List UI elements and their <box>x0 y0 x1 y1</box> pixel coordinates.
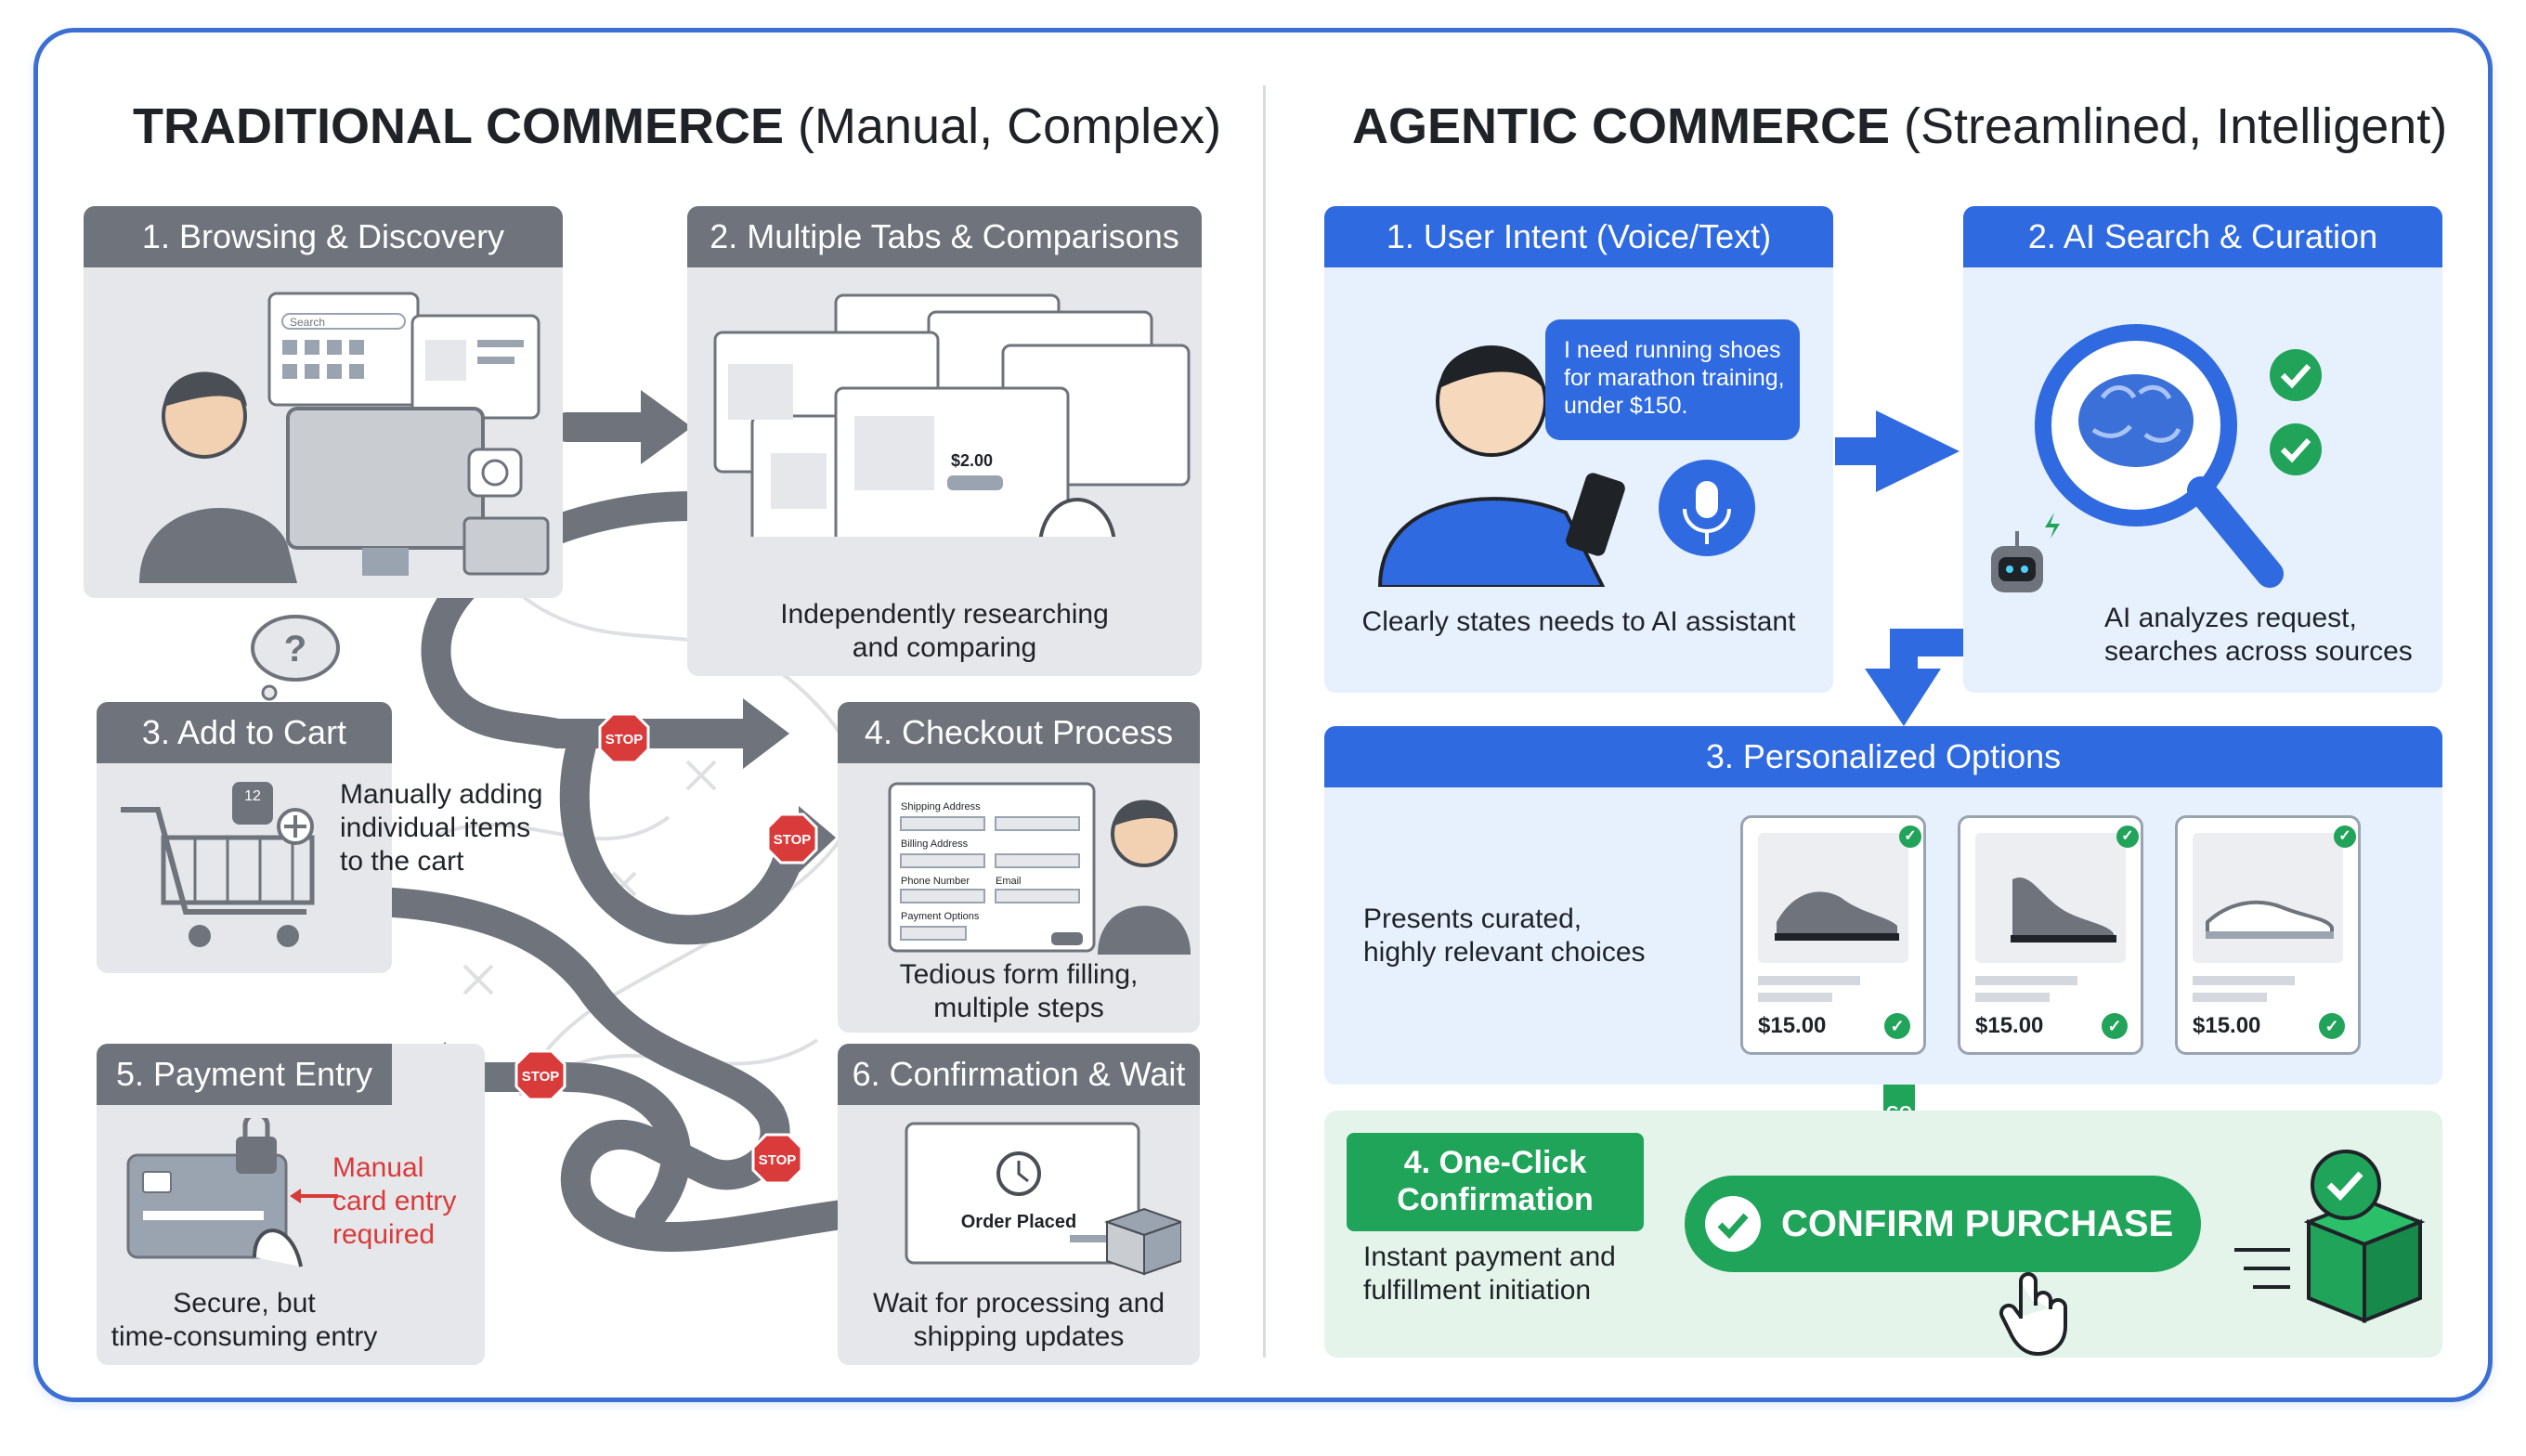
step-title: 4. One-Click Confirmation <box>1347 1133 1644 1231</box>
shopping-cart-icon: 12 <box>121 782 315 947</box>
running-shoe-icon <box>2206 900 2334 939</box>
step-caption: Wait for processing and shipping updates <box>872 1288 1165 1352</box>
product-text-placeholder <box>1758 976 1860 985</box>
browser-search-placeholder: Search <box>290 316 325 329</box>
stop-sign-label: STOP <box>774 832 812 848</box>
stop-sign-label: STOP <box>605 732 644 748</box>
svg-text:12: 12 <box>244 788 261 804</box>
product-price: $15.00 <box>1758 1013 1827 1038</box>
agentic-commerce-title: AGENTIC COMMERCE (Streamlined, Intellige… <box>1352 98 2447 155</box>
check-icon: ✓ <box>2334 826 2356 848</box>
check-icon: ✓ <box>1899 826 1921 848</box>
order-placed-illustration: Order Placed <box>905 1122 1181 1276</box>
product-text-placeholder <box>2193 993 2267 1002</box>
step-ai-search-curation: 2. AI Search & Curation AI analyzes requ… <box>1963 206 2442 693</box>
person-at-computer-illustration: Search <box>139 292 550 583</box>
running-shoe-icon <box>2011 878 2116 942</box>
browser-tabs-illustration: $2.00 <box>713 293 1191 537</box>
check-icon: ✓ <box>2102 1013 2128 1039</box>
product-image <box>1975 833 2126 963</box>
user-request-bubble: I need running shoes for marathon traini… <box>1545 319 1800 440</box>
step-title: 6. Confirmation & Wait <box>838 1044 1200 1105</box>
step-title: 5. Payment Entry <box>97 1044 392 1105</box>
form-field-label: Payment Options <box>901 911 980 922</box>
check-icon <box>1705 1196 1761 1252</box>
product-text-placeholder <box>2193 976 2295 985</box>
step-caption: Instant payment and fulfillment initiati… <box>1363 1242 1616 1306</box>
step-title: 2. AI Search & Curation <box>1963 206 2442 267</box>
form-field-label: Shipping Address <box>901 801 981 812</box>
step-caption: Independently researching and comparing <box>780 599 1109 663</box>
step-one-click-confirmation: 4. One-Click Confirmation Instant paymen… <box>1324 1111 2442 1358</box>
step-personalized-options: 3. Personalized Options Presents curated… <box>1324 726 2442 1085</box>
check-icon: ✓ <box>2319 1013 2345 1039</box>
product-option-card[interactable]: $15.00 ✓ ✓ <box>2175 815 2361 1055</box>
order-placed-text: Order Placed <box>961 1212 1077 1232</box>
confirm-purchase-label: CONFIRM PURCHASE <box>1781 1203 2174 1244</box>
step-title: 3. Personalized Options <box>1324 726 2442 787</box>
add-to-cart-caption: Manually adding individual items to the … <box>340 779 543 877</box>
manual-card-entry-note: Manual card entry required <box>332 1152 457 1250</box>
running-shoe-icon <box>1775 891 1899 941</box>
form-field-label: Phone Number <box>901 876 970 887</box>
question-cloud-icon: ? <box>251 615 340 701</box>
agentic-title-bold: AGENTIC COMMERCE <box>1352 98 1890 154</box>
step-title: 2. Multiple Tabs & Comparisons <box>687 206 1202 267</box>
svg-text:?: ? <box>284 629 306 670</box>
ai-search-illustration <box>1991 324 2322 592</box>
step-tabs-comparisons: 2. Multiple Tabs & Comparisons $2.00 Ind… <box>687 206 1202 676</box>
product-image <box>2193 833 2343 963</box>
step-caption: Clearly states needs to AI assistant <box>1361 606 1796 637</box>
step-caption: Presents curated, highly relevant choice… <box>1363 904 1646 968</box>
check-icon: ✓ <box>2116 826 2139 848</box>
form-field-label: Email <box>996 876 1022 887</box>
product-text-placeholder <box>1758 993 1832 1002</box>
stop-sign-label: STOP <box>759 1152 797 1168</box>
agentic-title-rest: (Streamlined, Intelligent) <box>1904 98 2448 154</box>
product-price: $2.00 <box>951 451 993 470</box>
product-image <box>1758 833 1908 963</box>
step-title: 3. Add to Cart <box>97 702 392 763</box>
traditional-title-rest: (Manual, Complex) <box>798 98 1222 154</box>
step-caption: AI analyzes request, searches across sou… <box>2104 603 2413 667</box>
agentic-flow-arrows <box>1835 410 1960 492</box>
product-price: $15.00 <box>1975 1013 2044 1038</box>
curation-down-arrow <box>1865 629 1987 726</box>
confirm-purchase-button[interactable]: CONFIRM PURCHASE <box>1685 1176 2201 1272</box>
stop-sign-label: STOP <box>522 1069 560 1085</box>
step-caption: Secure, but time-consuming entry <box>111 1288 378 1352</box>
traditional-title-bold: TRADITIONAL COMMERCE <box>133 98 784 154</box>
step-title: 1. Browsing & Discovery <box>84 206 563 267</box>
traditional-commerce-title: TRADITIONAL COMMERCE (Manual, Complex) <box>133 98 1221 155</box>
product-price: $15.00 <box>2193 1013 2261 1038</box>
step-browsing-discovery: 1. Browsing & Discovery Search <box>84 206 563 598</box>
center-divider <box>1263 85 1266 1358</box>
check-icon: ✓ <box>1884 1013 1910 1039</box>
step-confirmation-wait: 6. Confirmation & Wait Order Placed Wait… <box>838 1044 1200 1365</box>
product-text-placeholder <box>1975 976 2077 985</box>
credit-card-illustration <box>126 1118 338 1268</box>
form-field-label: Billing Address <box>901 838 969 850</box>
hand-cursor-icon <box>1999 1272 2067 1356</box>
step-title: 4. Checkout Process <box>838 702 1200 763</box>
product-option-card[interactable]: $15.00 ✓ ✓ <box>1958 815 2143 1055</box>
step-title: 1. User Intent (Voice/Text) <box>1324 206 1833 267</box>
product-text-placeholder <box>1975 993 2050 1002</box>
step-user-intent: 1. User Intent (Voice/Text) I need runni… <box>1324 206 1833 693</box>
shipping-box-icon <box>2234 1150 2426 1323</box>
product-option-card[interactable]: $15.00 ✓ ✓ <box>1740 815 1926 1055</box>
step-caption: Tedious form filling, multiple steps <box>899 959 1139 1023</box>
step-checkout-process: 4. Checkout Process Shipping Address Bil… <box>838 702 1200 1033</box>
step-payment-entry: 5. Payment Entry Manual card entry requi… <box>97 1044 485 1365</box>
user-with-phone-illustration <box>1377 345 1755 587</box>
checkout-form-illustration: Shipping Address Billing Address Phone N… <box>888 782 1191 955</box>
